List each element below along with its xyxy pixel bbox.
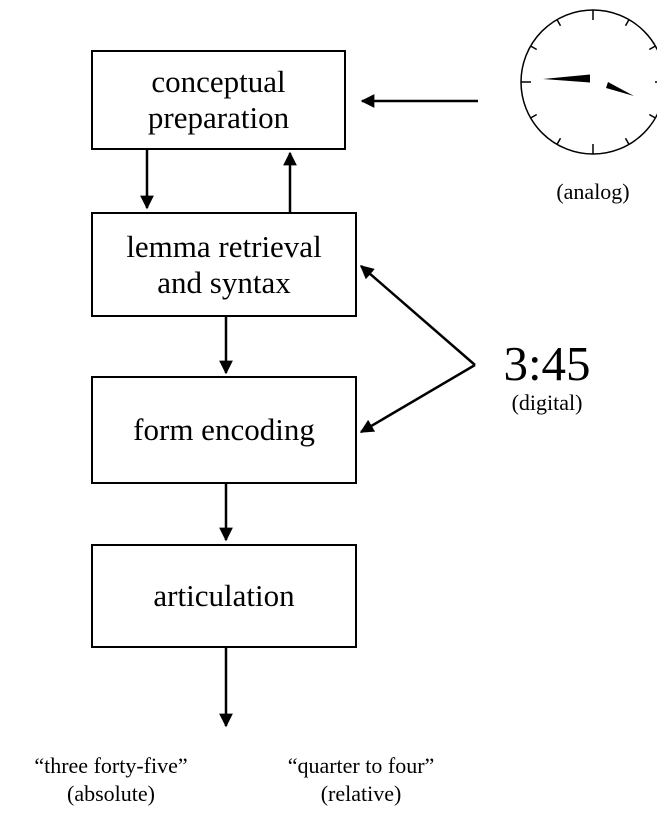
form-encoding-label: form encoding <box>133 412 315 447</box>
digital-caption: (digital) <box>511 390 583 415</box>
conceptual-preparation-box: conceptual preparation <box>91 50 346 150</box>
conceptual-preparation-label: conceptual preparation <box>147 64 290 135</box>
relative-quote: “quarter to four” <box>287 753 435 778</box>
lemma-retrieval-label: lemma retrieval and syntax <box>126 228 322 300</box>
digital-to-form-arrow <box>359 363 476 434</box>
minute-hand <box>543 74 590 83</box>
analog-caption: (analog) <box>556 179 630 204</box>
analog-clock-icon <box>520 9 657 155</box>
relative-caption: (relative) <box>320 781 402 806</box>
absolute-quote: “three forty-five” <box>34 753 188 778</box>
lemma-retrieval-box: lemma retrieval and syntax <box>91 212 357 317</box>
digital-to-lemma-arrow <box>359 265 476 366</box>
articulation-label: articulation <box>153 578 295 613</box>
form-encoding-box: form encoding <box>91 376 357 484</box>
hour-hand <box>606 82 634 96</box>
digital-time: 3:45 <box>503 336 591 391</box>
absolute-caption: (absolute) <box>67 781 155 806</box>
articulation-box: articulation <box>91 544 357 648</box>
